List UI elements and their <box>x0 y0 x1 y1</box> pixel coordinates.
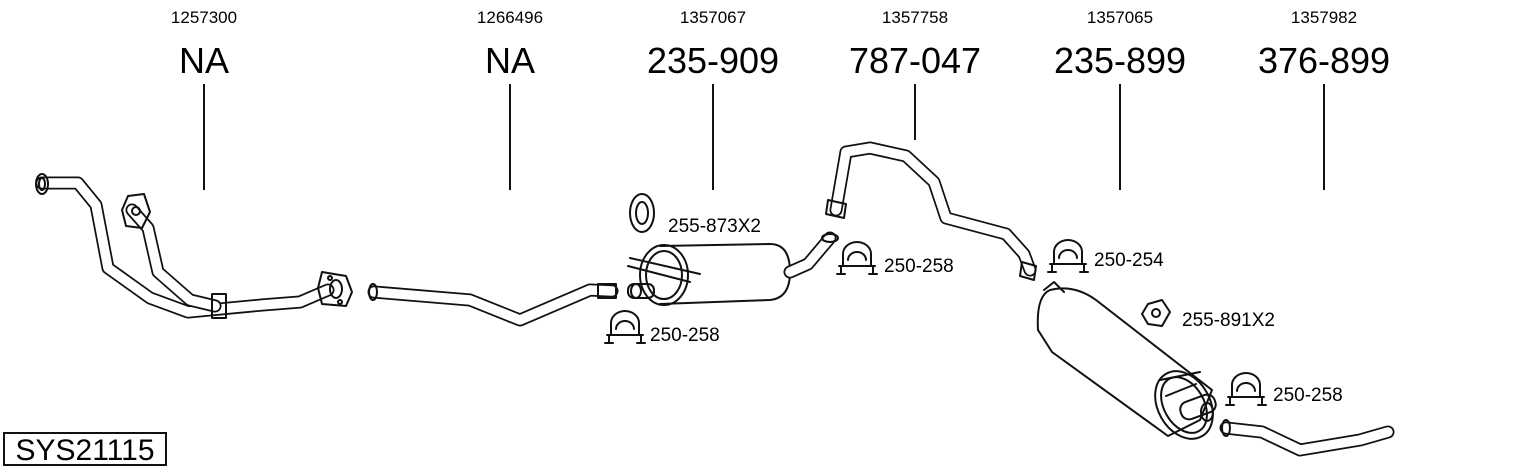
ref-number: 1357982 <box>1291 8 1357 27</box>
part-number: NA <box>485 40 535 81</box>
accessory-label: 255-891X2 <box>1182 310 1275 331</box>
tailpipe-drawing <box>1219 419 1395 457</box>
column-1357758: 1357758 787-047 <box>849 8 981 140</box>
part-number: 235-909 <box>647 40 779 81</box>
rubber-mount-icon <box>1141 299 1171 327</box>
middle-pipe-drawing <box>367 283 619 327</box>
centre-silencer-drawing <box>627 231 839 306</box>
column-1357067: 1357067 235-909 <box>647 8 779 190</box>
system-code-box: SYS21115 <box>3 432 167 467</box>
accessory-label: 250-258 <box>650 325 720 346</box>
intermediate-pipe-drawing <box>825 141 1037 281</box>
accessory-label: 250-254 <box>1094 250 1164 271</box>
column-1257300: 1257300 NA <box>171 8 237 190</box>
ref-number: 1357065 <box>1087 8 1153 27</box>
clamp-icon <box>604 310 646 344</box>
column-1357065: 1357065 235-899 <box>1054 8 1186 190</box>
rubber-ring-icon <box>629 193 655 233</box>
clamp-icon <box>836 241 878 275</box>
part-number: 235-899 <box>1054 40 1186 81</box>
part-number: 376-899 <box>1258 40 1390 81</box>
clamp-icon <box>1225 372 1267 406</box>
accessory-label: 250-258 <box>1273 385 1343 406</box>
column-1266496: 1266496 NA <box>477 8 543 190</box>
rear-silencer-drawing <box>1036 281 1217 440</box>
system-code: SYS21115 <box>16 434 155 467</box>
column-1357982: 1357982 376-899 <box>1258 8 1390 190</box>
accessory-label: 255-873X2 <box>668 216 761 237</box>
accessory-label: 250-258 <box>884 256 954 277</box>
front-pipe-drawing <box>35 173 353 319</box>
ref-number: 1357758 <box>882 8 948 27</box>
part-number: NA <box>179 40 229 81</box>
ref-number: 1257300 <box>171 8 237 27</box>
part-number: 787-047 <box>849 40 981 81</box>
ref-number: 1266496 <box>477 8 543 27</box>
clamp-icon <box>1047 239 1089 273</box>
ref-number: 1357067 <box>680 8 746 27</box>
